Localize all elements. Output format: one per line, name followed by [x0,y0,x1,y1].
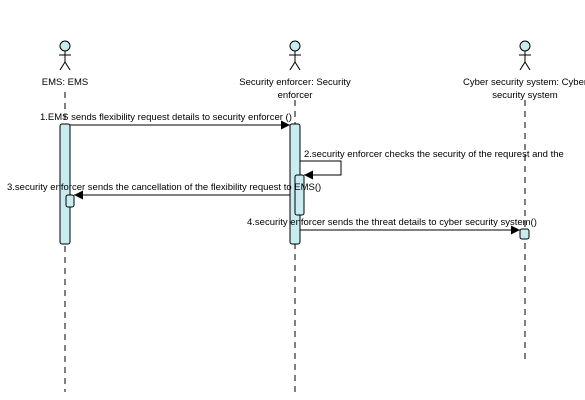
actor-cyber-security-system-name: Cyber security system: Cyber security sy… [445,76,585,102]
actor-ems-name: EMS: EMS [15,76,115,89]
actor-ems-name-line1: EMS: EMS [41,77,89,88]
actor-security-enforcer-name-line1: Security enforcer: Security [239,77,351,88]
actor-ems-icon [59,40,71,71]
message-1-label: 1.EMS sends flexibility request details … [40,112,292,123]
actor-security-enforcer-name: Security enforcer: Security enforcer [220,76,370,102]
activation-security-enforcer-nested [294,174,305,216]
actor-cyber-security-system-icon [519,40,531,71]
activation-cyber-security-system [519,228,530,240]
actor-security-enforcer-icon [289,40,301,71]
message-4-label: 4.security enforcer sends the threat det… [247,217,537,228]
message-2-label: 2.security enforcer checks the security … [304,149,564,160]
activation-ems-main [59,123,71,245]
message-2-arrow [300,160,342,180]
actor-cyber-security-system-name-line1: Cyber security system: Cyber [462,77,585,88]
activation-ems-nested [65,194,75,208]
actor-cyber-security-system-name-line2: security system [492,90,558,101]
actor-security-enforcer-name-line2: enforcer [277,90,313,101]
message-3-label: 3.security enforcer sends the cancellati… [7,182,322,193]
